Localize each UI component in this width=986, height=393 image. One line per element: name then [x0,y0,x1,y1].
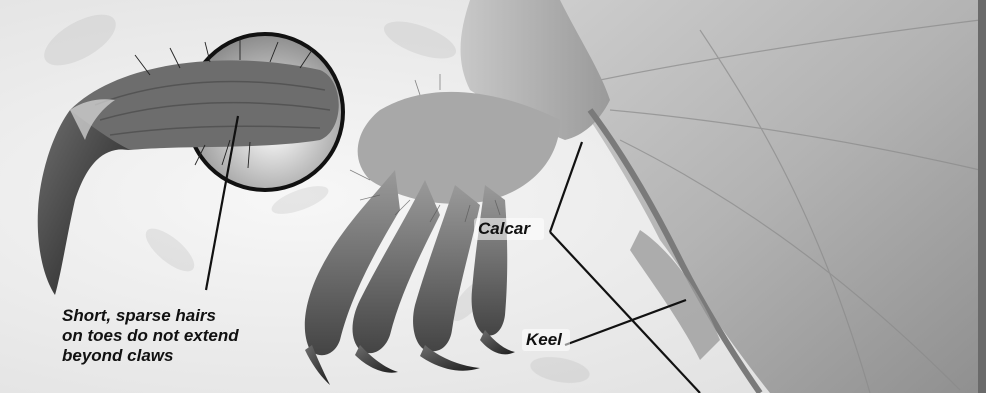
keel-label: Keel [526,330,562,350]
hairs-caption: Short, sparse hairs on toes do not exten… [62,306,322,366]
edge-bar [978,0,986,393]
calcar-label: Calcar [478,219,530,239]
